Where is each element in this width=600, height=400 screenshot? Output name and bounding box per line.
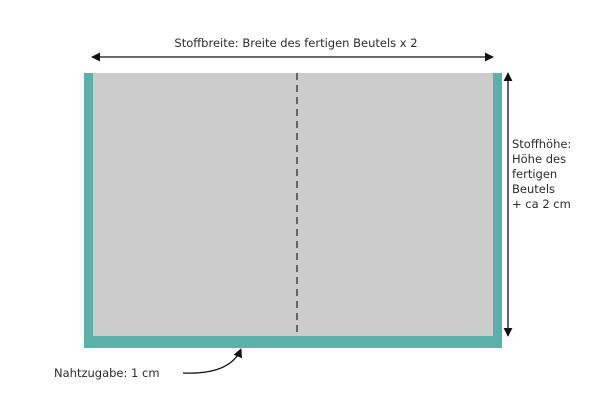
height-label-line: Beutels	[512, 182, 555, 196]
seam-allowance-label: Nahtzugabe: 1 cm	[54, 366, 160, 380]
height-label: Stoffhöhe: Höhe des fertigen Beutels + c…	[512, 137, 575, 211]
width-label: Stoffbreite: Breite des fertigen Beutels…	[174, 36, 417, 50]
height-label-line: fertigen	[512, 167, 557, 181]
height-label-line: Stoffhöhe:	[512, 137, 571, 151]
height-label-line: + ca 2 cm	[512, 197, 571, 211]
height-label-line: Höhe des	[512, 152, 566, 166]
seam-allowance-pointer-arrow	[182, 348, 242, 374]
fabric-panel	[93, 73, 493, 336]
